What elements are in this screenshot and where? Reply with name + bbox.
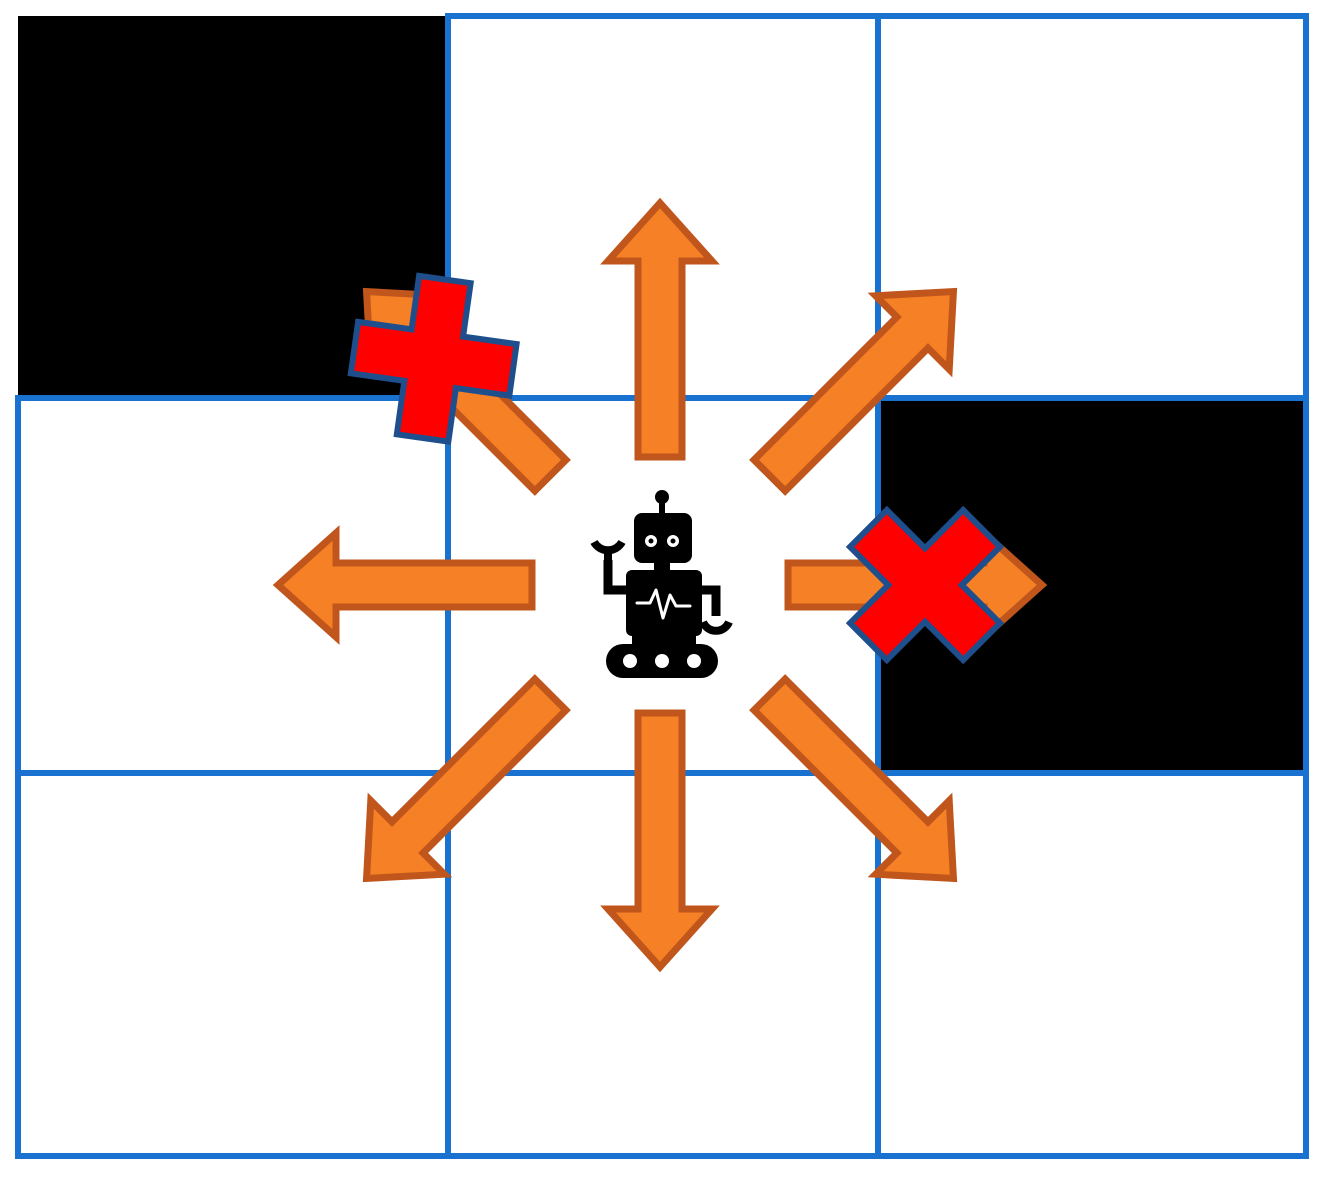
cross-up-left-icon: [347, 272, 520, 445]
arrow-down-icon: [600, 709, 720, 973]
arrow-down-left-icon: [362, 674, 571, 883]
arrow-up-right-icon: [749, 287, 958, 496]
robot-icon: [590, 490, 733, 678]
blocked-markers: [347, 272, 1005, 665]
arrow-left-icon: [272, 525, 536, 645]
arrow-up-icon: [600, 197, 720, 461]
cross-right-icon: [845, 505, 1005, 665]
arrow-down-right-icon: [749, 674, 958, 883]
